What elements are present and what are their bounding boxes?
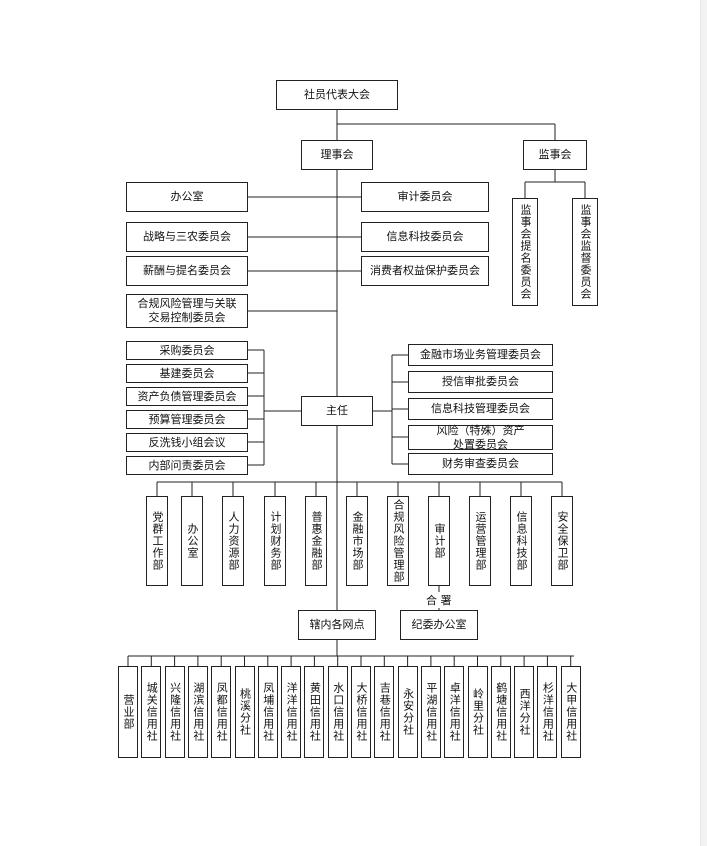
branch-label: 卓洋信用社 xyxy=(448,682,462,742)
mgmt-committee-left: 基建委员会 xyxy=(126,364,248,383)
mgmt-committee-right: 金融市场业务管理委员会 xyxy=(408,344,553,366)
branch-label: 平湖信用社 xyxy=(424,682,438,742)
branch-label: 鹤塘信用社 xyxy=(494,682,508,742)
branch-box: 平湖信用社 xyxy=(420,666,441,758)
outlets-label: 辖内各网点 xyxy=(309,618,365,631)
branch-box: 黄田信用社 xyxy=(304,666,325,758)
supervisory-box: 监事会 xyxy=(523,140,587,170)
department-label: 党群工作部 xyxy=(151,511,164,571)
board-committee-left: 薪酬与提名委员会 xyxy=(126,256,248,286)
branch-label: 大甲信用社 xyxy=(564,682,578,742)
board-committee-right: 审计委员会 xyxy=(361,182,489,212)
director-box: 主任 xyxy=(301,396,373,426)
branch-box: 湖滨信用社 xyxy=(187,666,208,758)
branch-box: 岭里分社 xyxy=(467,666,488,758)
branch-box: 大桥信用社 xyxy=(351,666,371,758)
board-committee-right: 消费者权益保护委员会 xyxy=(361,256,489,286)
mgmt-committee-right: 风险（特殊）资产 处置委员会 xyxy=(408,424,553,451)
branch-label: 凤都信用社 xyxy=(215,682,229,742)
branch-box: 卓洋信用社 xyxy=(444,666,465,758)
department-box: 人力资源部 xyxy=(222,496,244,586)
mgmt-committee-right: 信息科技管理委员会 xyxy=(408,398,553,420)
mgmt-committee-left: 内部问责委员会 xyxy=(126,456,248,475)
board-committee-left: 办公室 xyxy=(126,182,248,212)
department-box: 普惠金融部 xyxy=(305,496,327,586)
mgmt-committee-left: 采购委员会 xyxy=(126,341,248,360)
branch-label: 凤埔信用社 xyxy=(261,682,275,742)
department-label: 审计部 xyxy=(433,523,446,559)
branch-label: 兴隆信用社 xyxy=(168,682,182,742)
mgmt-committee-left: 预算管理委员会 xyxy=(126,410,248,429)
department-box: 信息科技部 xyxy=(510,496,532,586)
department-label: 人力资源部 xyxy=(227,511,240,571)
department-label: 运营管理部 xyxy=(474,511,487,571)
department-box: 计划财务部 xyxy=(264,496,286,586)
branch-label: 黄田信用社 xyxy=(308,682,322,742)
branch-box: 杉洋信用社 xyxy=(537,666,558,758)
colocation-label: 合 署 xyxy=(425,592,453,608)
department-label: 安全保卫部 xyxy=(556,511,569,571)
department-box: 金融市场部 xyxy=(346,496,368,586)
mgmt-committee-left: 资产负债管理委员会 xyxy=(126,387,248,406)
board-box: 理事会 xyxy=(301,140,373,170)
department-label: 信息科技部 xyxy=(515,511,528,571)
branch-label: 大桥信用社 xyxy=(355,682,368,742)
branch-label: 杉洋信用社 xyxy=(541,682,555,742)
assembly-label: 社员代表大会 xyxy=(304,88,370,101)
department-label: 普惠金融部 xyxy=(310,511,323,571)
supervisory-committee: 监事会提名委员会 xyxy=(512,198,538,306)
board-committee-left: 合规风险管理与关联 交易控制委员会 xyxy=(126,294,248,328)
mgmt-committee-left: 反洗钱小组会议 xyxy=(126,433,248,452)
outlets-box: 辖内各网点 xyxy=(298,610,376,640)
department-box: 审计部 xyxy=(428,496,450,586)
mgmt-committee-right: 授信审批委员会 xyxy=(408,371,553,393)
department-label: 金融市场部 xyxy=(351,511,364,571)
department-box: 合规风险管理部 xyxy=(387,496,409,586)
branch-label: 城关信用社 xyxy=(145,682,159,742)
branch-label: 桃溪分社 xyxy=(238,688,252,736)
branch-label: 岭里分社 xyxy=(471,688,485,736)
branch-box: 西洋分社 xyxy=(514,666,535,758)
department-box: 办公室 xyxy=(181,496,203,586)
branch-box: 兴隆信用社 xyxy=(164,666,185,758)
mgmt-committee-right: 财务审查委员会 xyxy=(408,453,553,475)
branch-box: 水口信用社 xyxy=(327,666,348,758)
branch-label: 湖滨信用社 xyxy=(191,682,205,742)
branch-label: 永安分社 xyxy=(401,688,415,736)
branch-box: 吉巷信用社 xyxy=(374,666,395,758)
assembly-box: 社员代表大会 xyxy=(276,80,398,110)
branch-box: 大甲信用社 xyxy=(560,666,581,758)
branch-box: 桃溪分社 xyxy=(234,666,255,758)
board-committee-left: 战略与三农委员会 xyxy=(126,222,248,252)
department-box: 运营管理部 xyxy=(469,496,491,586)
discipline-office-box: 纪委办公室 xyxy=(400,610,478,640)
board-committee-right: 信息科技委员会 xyxy=(361,222,489,252)
branch-label: 营业部 xyxy=(122,694,135,730)
branch-box: 城关信用社 xyxy=(141,666,162,758)
page-edge xyxy=(700,0,707,846)
board-label: 理事会 xyxy=(320,148,354,161)
branch-box: 营业部 xyxy=(118,666,138,758)
branch-box: 洋洋信用社 xyxy=(281,666,302,758)
department-label: 计划财务部 xyxy=(269,511,282,571)
branch-box: 永安分社 xyxy=(397,666,418,758)
branch-box: 鹤塘信用社 xyxy=(490,666,511,758)
supervisory-committee: 监事会监督委员会 xyxy=(572,198,598,306)
department-box: 党群工作部 xyxy=(146,496,168,586)
branch-label: 西洋分社 xyxy=(518,688,532,736)
department-label: 合规风险管理部 xyxy=(392,499,405,583)
branch-box: 凤都信用社 xyxy=(211,666,232,758)
discipline-office-label: 纪委办公室 xyxy=(411,618,467,631)
department-label: 办公室 xyxy=(186,523,199,559)
department-box: 安全保卫部 xyxy=(551,496,573,586)
director-label: 主任 xyxy=(326,404,348,417)
branch-label: 吉巷信用社 xyxy=(378,682,392,742)
branch-box: 凤埔信用社 xyxy=(257,666,278,758)
branch-label: 水口信用社 xyxy=(331,682,345,742)
branch-label: 洋洋信用社 xyxy=(285,682,299,742)
supervisory-label: 监事会 xyxy=(538,148,572,161)
